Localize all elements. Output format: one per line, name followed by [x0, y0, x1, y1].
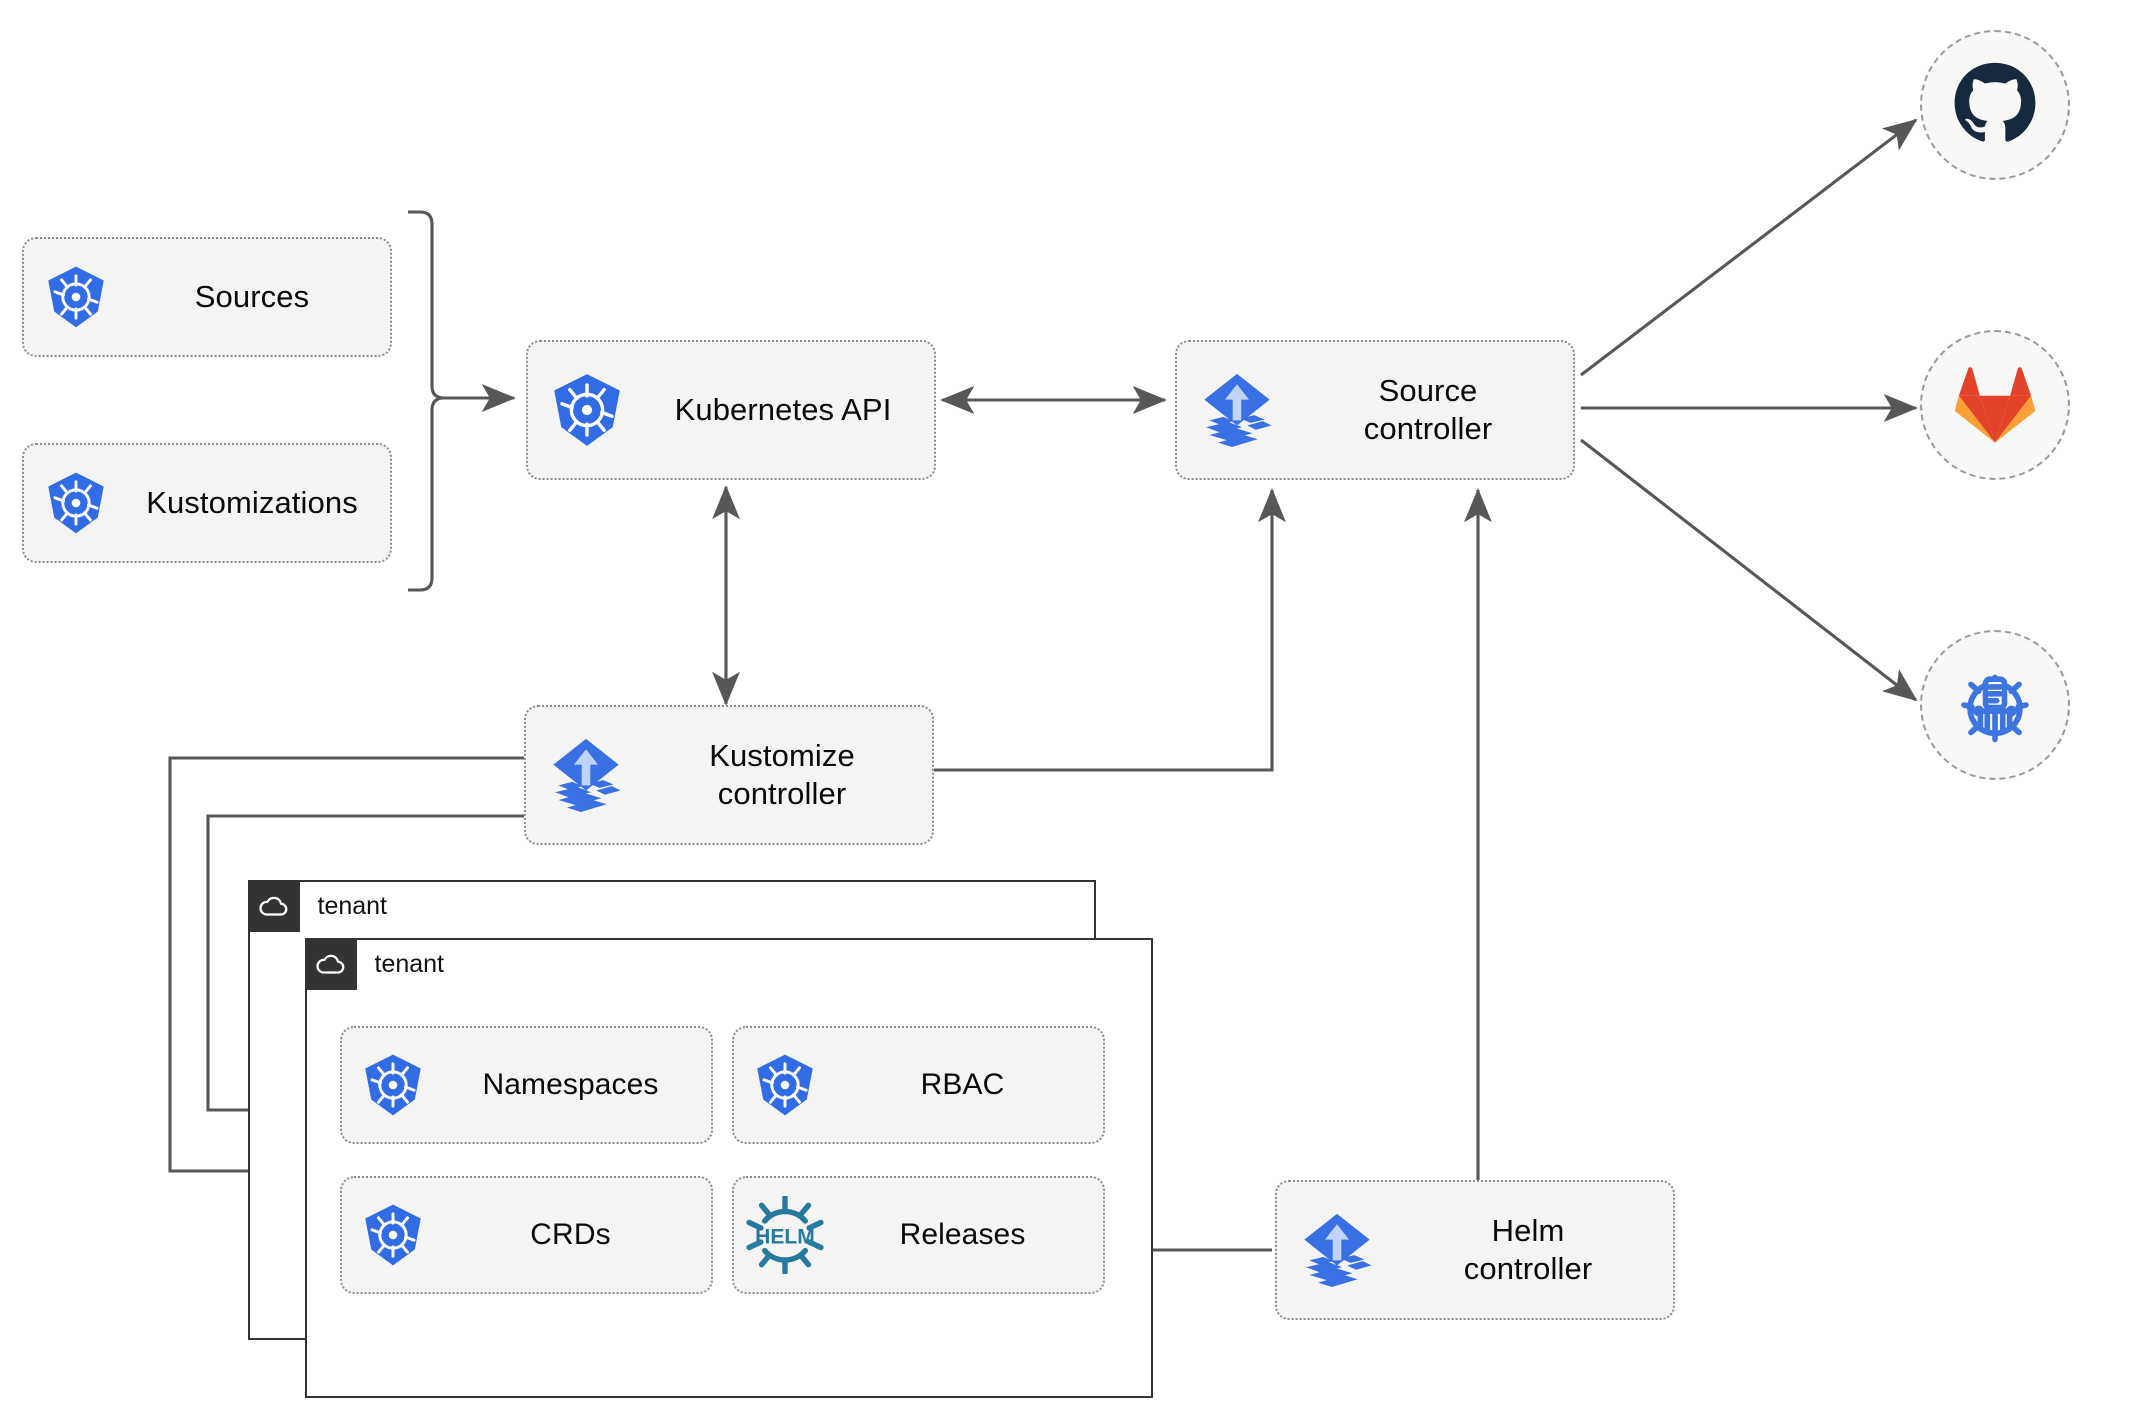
node-rbac-label: RBAC [920, 1067, 1005, 1101]
node-namespaces[interactable]: Namespaces [340, 1026, 713, 1144]
node-kustomize-controller-label: Kustomize controller [646, 737, 932, 813]
node-sources-label: Sources [194, 279, 310, 315]
provider-gitlab[interactable] [1920, 330, 2070, 480]
node-helm-controller-line1: Helm [1491, 1213, 1565, 1249]
node-source-controller-line2: controller [1363, 411, 1493, 446]
kubernetes-icon [342, 1052, 444, 1118]
kubernetes-icon [24, 470, 128, 536]
cloud-icon [247, 879, 300, 932]
kubernetes-icon [342, 1202, 444, 1268]
node-kustomize-controller-line1: Kustomize [709, 738, 855, 774]
node-source-controller-line1: Source [1378, 373, 1478, 409]
provider-bucket[interactable] [1920, 630, 2070, 780]
node-kustomizations[interactable]: Kustomizations [22, 443, 392, 563]
kubernetes-icon [528, 371, 646, 449]
bucket-icon [1961, 674, 2029, 743]
kubernetes-icon [24, 264, 128, 330]
edge-sourcectrl-bucket [1580, 438, 1918, 702]
helm-icon: HELM [734, 1196, 836, 1274]
flux-icon [1177, 367, 1297, 453]
node-source-controller-label: Source controller [1297, 372, 1573, 448]
node-helm-controller-line2: controller [1463, 1251, 1593, 1286]
edge-sourcectrl-github [1580, 118, 1918, 377]
flux-icon [526, 732, 646, 818]
node-kustomizations-label: Kustomizations [146, 485, 358, 521]
tenant-outer-label: tenant [317, 891, 388, 920]
tenant-outer-header: tenant [247, 879, 388, 932]
tenant-inner-header: tenant [304, 937, 445, 990]
github-icon [1954, 62, 2036, 142]
node-namespaces-label: Namespaces [482, 1067, 659, 1101]
node-helm-controller-label: Helm controller [1397, 1212, 1673, 1288]
node-kustomize-controller-line2: controller [717, 776, 847, 811]
node-sources[interactable]: Sources [22, 237, 392, 357]
kubernetes-icon [734, 1052, 836, 1118]
edge-kustomizectrl-tenant-outer [168, 756, 524, 1185]
node-kustomize-controller[interactable]: Kustomize controller [524, 705, 934, 845]
node-releases-label: Releases [899, 1217, 1026, 1251]
flux-icon [1277, 1207, 1397, 1293]
tenant-inner-label: tenant [374, 949, 445, 978]
provider-github[interactable] [1920, 30, 2070, 180]
node-source-controller[interactable]: Source controller [1175, 340, 1575, 480]
node-crds[interactable]: CRDs [340, 1176, 713, 1294]
node-crds-label: CRDs [530, 1217, 611, 1251]
tenant-inner-container: tenant [304, 937, 1153, 1398]
node-helm-controller[interactable]: Helm controller [1275, 1180, 1675, 1320]
group-brace [408, 210, 445, 592]
edge-kustomizectrl-sourcectrl [934, 488, 1286, 772]
node-kubernetes-api-label: Kubernetes API [674, 392, 892, 428]
node-rbac[interactable]: RBAC [732, 1026, 1105, 1144]
svg-text:HELM: HELM [755, 1226, 815, 1249]
gitlab-icon [1954, 367, 2036, 443]
cloud-icon [304, 937, 357, 990]
node-kubernetes-api[interactable]: Kubernetes API [526, 340, 936, 480]
node-releases[interactable]: HELM Releases [732, 1176, 1105, 1294]
